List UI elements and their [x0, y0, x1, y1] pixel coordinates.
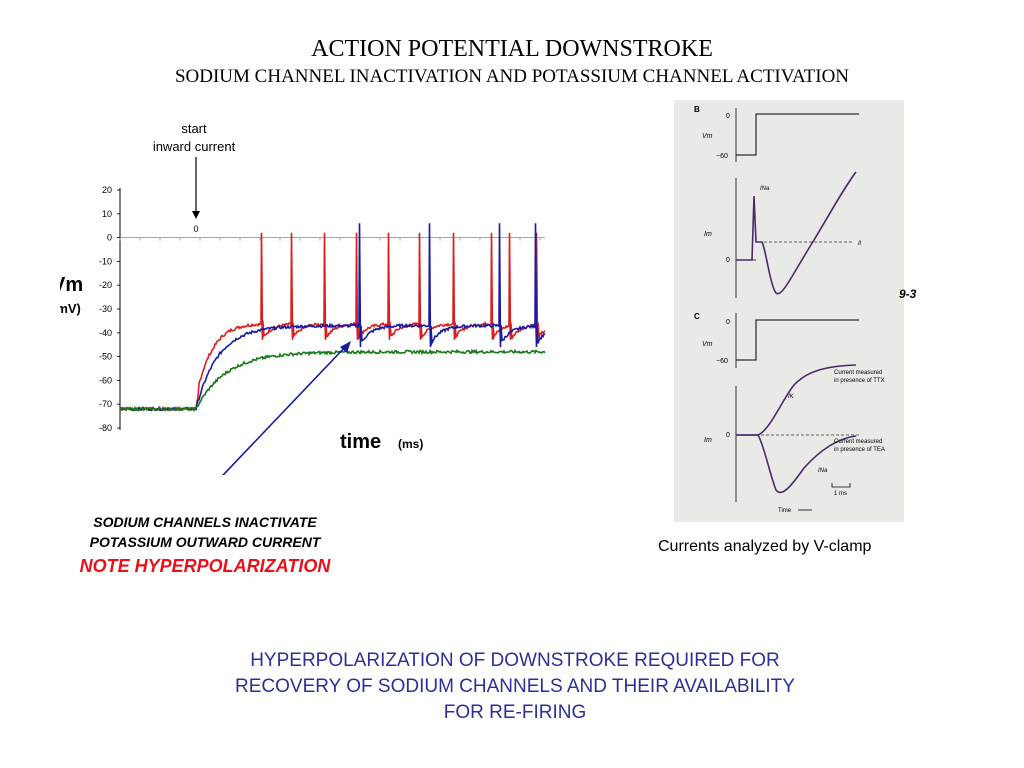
- panel-c-ina-trace: [736, 434, 857, 494]
- vclamp-caption: Currents analyzed by V-clamp: [658, 538, 872, 555]
- y-tick-label: 0: [107, 233, 112, 243]
- conclusion-text: HYPERPOLARIZATION OF DOWNSTROKE REQUIRED…: [150, 648, 880, 726]
- start-label-line1: start: [181, 121, 207, 136]
- panel-c-label: C: [694, 312, 700, 321]
- ttx-label-line2: in presence of TTX: [834, 378, 885, 384]
- panel-b-ic-label: INa: [760, 186, 770, 192]
- ttx-label-line1: Current measured: [834, 370, 882, 376]
- panel-c-vm-label: Vm: [702, 341, 713, 348]
- note-hyperpolarization: NOTE HYPERPOLARIZATION: [79, 556, 331, 576]
- y-tick-label: -30: [99, 304, 112, 314]
- time-scale-bar: [831, 483, 851, 488]
- annotation-arrow: [222, 344, 348, 475]
- y-tick-label: -70: [99, 399, 112, 409]
- voltage-traces: [119, 223, 546, 412]
- conclusion-line2: RECOVERY OF SODIUM CHANNELS AND THEIR AV…: [235, 676, 795, 697]
- note-potassium-outward: POTASSIUM OUTWARD CURRENT: [89, 534, 321, 550]
- y-tick-labels: 20 10 0 -10 -20 -30 -40 -50 -60 -70 -80: [99, 185, 112, 433]
- figure-reference-label: 9-3: [899, 287, 917, 301]
- panel-b-minus60: −60: [716, 153, 728, 160]
- y-tick-label: -80: [99, 423, 112, 433]
- panel-b-current-trace: [736, 171, 857, 295]
- conclusion-line1: HYPERPOLARIZATION OF DOWNSTROKE REQUIRED…: [250, 650, 780, 671]
- time-axis-label: Time: [778, 508, 792, 514]
- slide-subtitle: SODIUM CHANNEL INACTIVATION AND POTASSIU…: [174, 66, 850, 87]
- tea-label-line1: Current measured: [834, 439, 882, 445]
- panel-b-zero-current: 0: [726, 257, 730, 264]
- panel-c-ina-label: INa: [818, 468, 828, 474]
- y-axis-label: Vm: [60, 274, 83, 296]
- y-tick-label: -40: [99, 328, 112, 338]
- panel-c-ik-trace: [736, 364, 857, 436]
- vclamp-figure: B Vm 0 −60 Im 0 INa Il C Vm 0 −60 Im 0 I…: [674, 100, 904, 522]
- y-tick-label: -20: [99, 280, 112, 290]
- panel-b-vm-label: Vm: [702, 133, 713, 140]
- annotation-arrow-head: [340, 341, 351, 353]
- panel-b-zero: 0: [726, 113, 730, 120]
- y-axis-unit: (mV): [60, 301, 81, 316]
- start-arrow-head: [192, 211, 200, 219]
- membrane-potential-chart: 20 10 0 -10 -20 -30 -40 -50 -60 -70 -80 start inwa…: [60, 121, 546, 475]
- note-sodium-inactivate: SODIUM CHANNELS INACTIVATE: [93, 514, 317, 530]
- slide-title: ACTION POTENTIAL DOWNSTROKE: [311, 36, 713, 62]
- start-label-line2: inward current: [153, 139, 236, 154]
- panel-b-label: B: [694, 105, 700, 114]
- time-scale-label: 1 ms: [834, 491, 847, 497]
- y-tick-label: 10: [102, 209, 112, 219]
- panel-b-im-label: Im: [704, 231, 712, 238]
- y-tick-label: 20: [102, 185, 112, 195]
- panel-c-im-label: Im: [704, 437, 712, 444]
- x-axis-unit: (ms): [398, 437, 423, 451]
- voltage-trace-1: [119, 232, 546, 412]
- vclamp-figure-background: [674, 100, 904, 522]
- voltage-trace-2: [119, 223, 546, 412]
- x-axis-label: time: [340, 431, 381, 453]
- panel-b-voltage-step: [736, 113, 859, 156]
- panel-c-zero: 0: [726, 319, 730, 326]
- tea-label-line2: in presence of TEA: [834, 447, 885, 453]
- voltage-trace-3: [119, 348, 546, 412]
- panel-c-zero-current: 0: [726, 432, 730, 439]
- panel-b-il-label: Il: [858, 241, 862, 247]
- y-tick-label: -10: [99, 256, 112, 266]
- y-tick-label: -50: [99, 352, 112, 362]
- panel-c-minus60: −60: [716, 358, 728, 365]
- panel-c-voltage-step: [736, 319, 859, 361]
- y-tick-label: -60: [99, 375, 112, 385]
- panel-c-ik-label: IK: [788, 394, 795, 400]
- conclusion-line3: FOR RE-FIRING: [443, 702, 587, 723]
- start-value-label: 0: [193, 224, 198, 234]
- y-axis: [117, 188, 545, 430]
